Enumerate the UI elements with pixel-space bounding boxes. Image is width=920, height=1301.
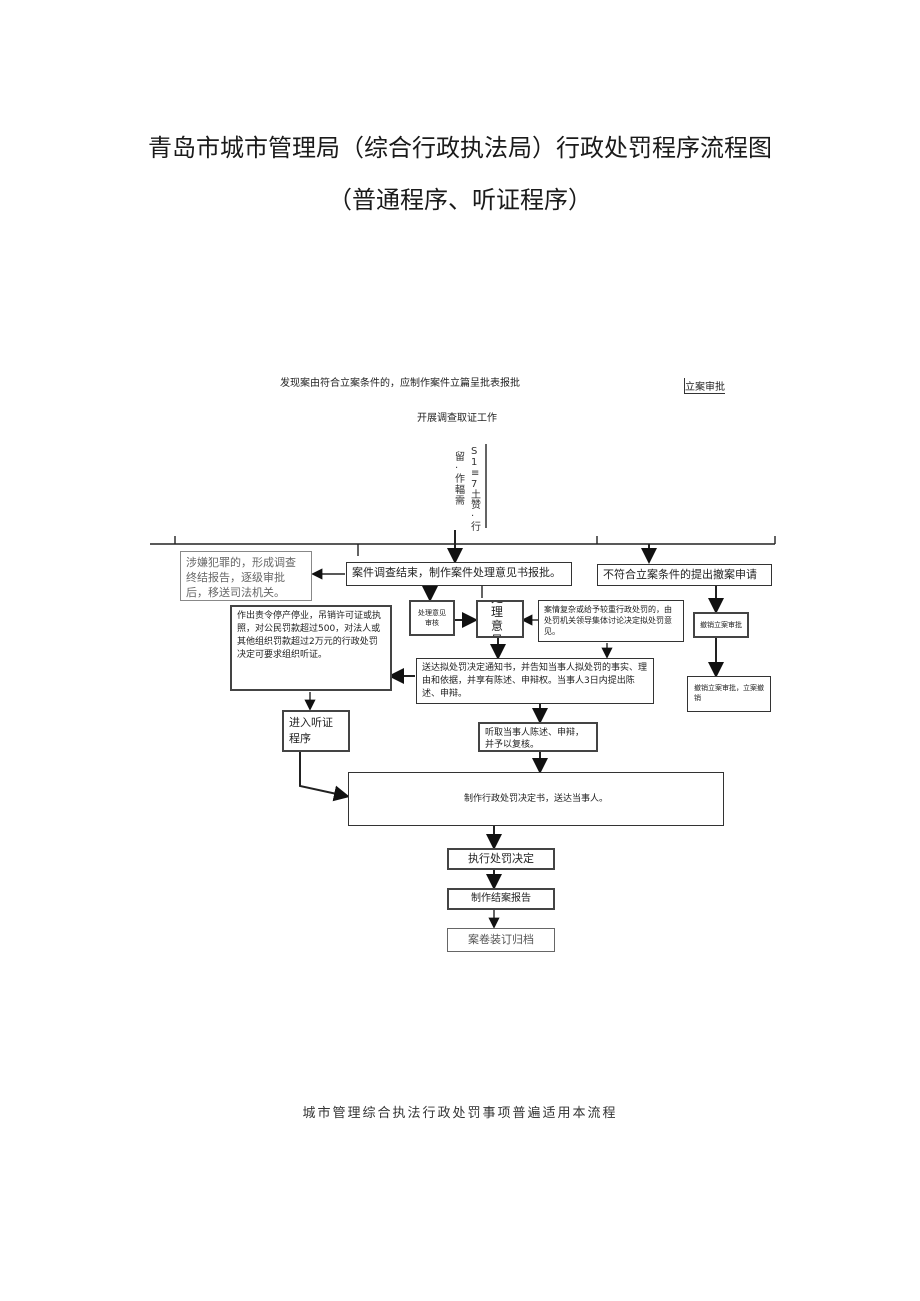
flow-box-listen: 听取当事人陈述、申辩，并予以复核。: [478, 722, 598, 752]
flow-box-review-small: 处理意见审核: [409, 600, 455, 636]
flow-box-report: 制作结案报告: [447, 888, 555, 910]
document-subtitle: （普通程序、听证程序）: [328, 186, 592, 214]
flow-box-not-meet: 不符合立案条件的提出撤案申请: [597, 564, 772, 586]
document-title: 青岛市城市管理局（综合行政执法局）行政处罚程序流程图: [148, 134, 772, 162]
flow-box-hearing: 进入听证程序: [282, 710, 350, 752]
flow-vertical-col2: S1≡7土: [471, 446, 481, 501]
flow-box-archive: 案卷装订归档: [447, 928, 555, 952]
flow-box-hearing-notice: 作出责令停产停业，吊销许可证或执照，对公民罚款超过500，对法人或其他组织罚款超…: [230, 605, 392, 691]
flow-step-approval: 立案审批: [684, 378, 725, 394]
flow-box-crime: 涉嫌犯罪的，形成调查终结报告，逐级审批后，移送司法机关。: [180, 551, 312, 601]
document-footer: 城市管理综合执法行政处罚事项普遍适用本流程: [302, 1106, 618, 1121]
flow-box-conclude: 案件调查结束，制作案件处理意见书报批。: [346, 562, 572, 586]
flow-vertical-col3: 赞·行: [471, 500, 481, 533]
flow-step-register: 发现案由符合立案条件的，应制作案件立篇呈批表报批: [280, 378, 520, 389]
flow-box-collective: 案情复杂或给予较重行政处罚的，由处罚机关领导集体讨论决定拟处罚意见。: [538, 600, 684, 642]
flow-vertical-col1: 留·作輻需: [455, 452, 465, 507]
flow-box-cancel-done: 撤销立案审批，立案撤销: [687, 676, 771, 712]
flow-box-cancel-review: 撤销立案审批: [693, 612, 749, 638]
flow-box-notify: 送达拟处罚决定通知书，并告知当事人拟处罚的事实、理由和依据，并享有陈述、申辩权。…: [416, 658, 654, 704]
flow-box-decision: 制作行政处罚决定书，送达当事人。: [348, 772, 724, 826]
flow-box-execute: 执行处罚决定: [447, 848, 555, 870]
flow-box-opinion: 处理意见: [476, 600, 524, 638]
flow-step-investigate: 开展调查取证工作: [417, 413, 497, 424]
